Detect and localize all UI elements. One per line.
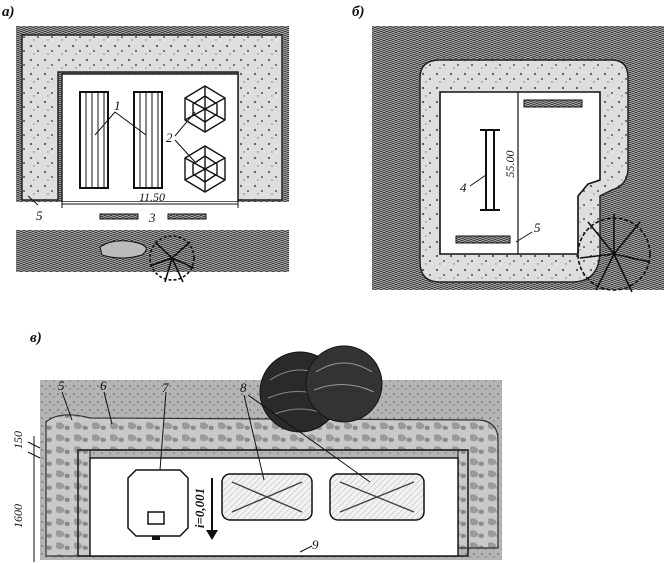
pad-element-7 [127,469,189,540]
round-tree-right [305,345,383,423]
slope-label: i=0,001 [192,488,207,528]
leader-7 [159,391,167,471]
panel-c-label: в) [30,330,42,346]
panel-b: б) 4 55.00 5 [352,4,664,293]
bench-right [167,213,207,220]
leader-1b [114,111,147,136]
pad-element-8a [221,473,313,521]
panel-b-lawn [439,91,601,255]
panel-a: а) [2,4,289,283]
callout-5c: 5 [58,378,65,393]
callout-5a: 5 [36,208,43,223]
callout-8: 8 [240,380,247,395]
panel-b-label: б) [352,4,364,20]
callout-1: 1 [114,98,121,113]
pad-element-8b [329,473,425,521]
dimension-150: 150 [11,431,25,449]
leader-2b [174,139,196,163]
tree-symbol-lower [184,145,226,193]
leader-9 [299,545,313,553]
leader-6 [103,391,113,425]
dimension-55-00: 55.00 [503,151,517,178]
leader-5a [27,195,39,206]
callout-5b: 5 [534,220,541,235]
leader-5c [61,391,73,421]
panel-a-label: а) [2,4,15,20]
bar-element [480,129,500,211]
leader-8a [243,394,265,481]
shrub-symbol-a [149,235,195,283]
callout-6: 6 [100,378,107,393]
dimension-11-50: 11.50 [139,190,165,204]
panel-b-bench-bottom [455,235,511,244]
leader-2a [174,111,196,137]
panel-b-bench-top [523,99,583,108]
callout-9: 9 [312,537,319,552]
leader-1a [94,111,116,136]
callout-3: 3 [148,210,156,225]
callout-2: 2 [166,130,173,145]
slope-arrowhead [206,530,218,540]
dimension-1600: 1600 [11,504,25,528]
callout-4: 4 [460,180,467,195]
hedge-bed-right [133,91,163,189]
bush-shape [99,240,147,259]
callout-7: 7 [162,380,169,395]
shrub-symbol-b [577,214,651,293]
panel-c: в) [11,330,502,562]
hedge-bed-left [79,91,109,189]
leader-8b [247,394,371,483]
bench-left [99,213,139,220]
